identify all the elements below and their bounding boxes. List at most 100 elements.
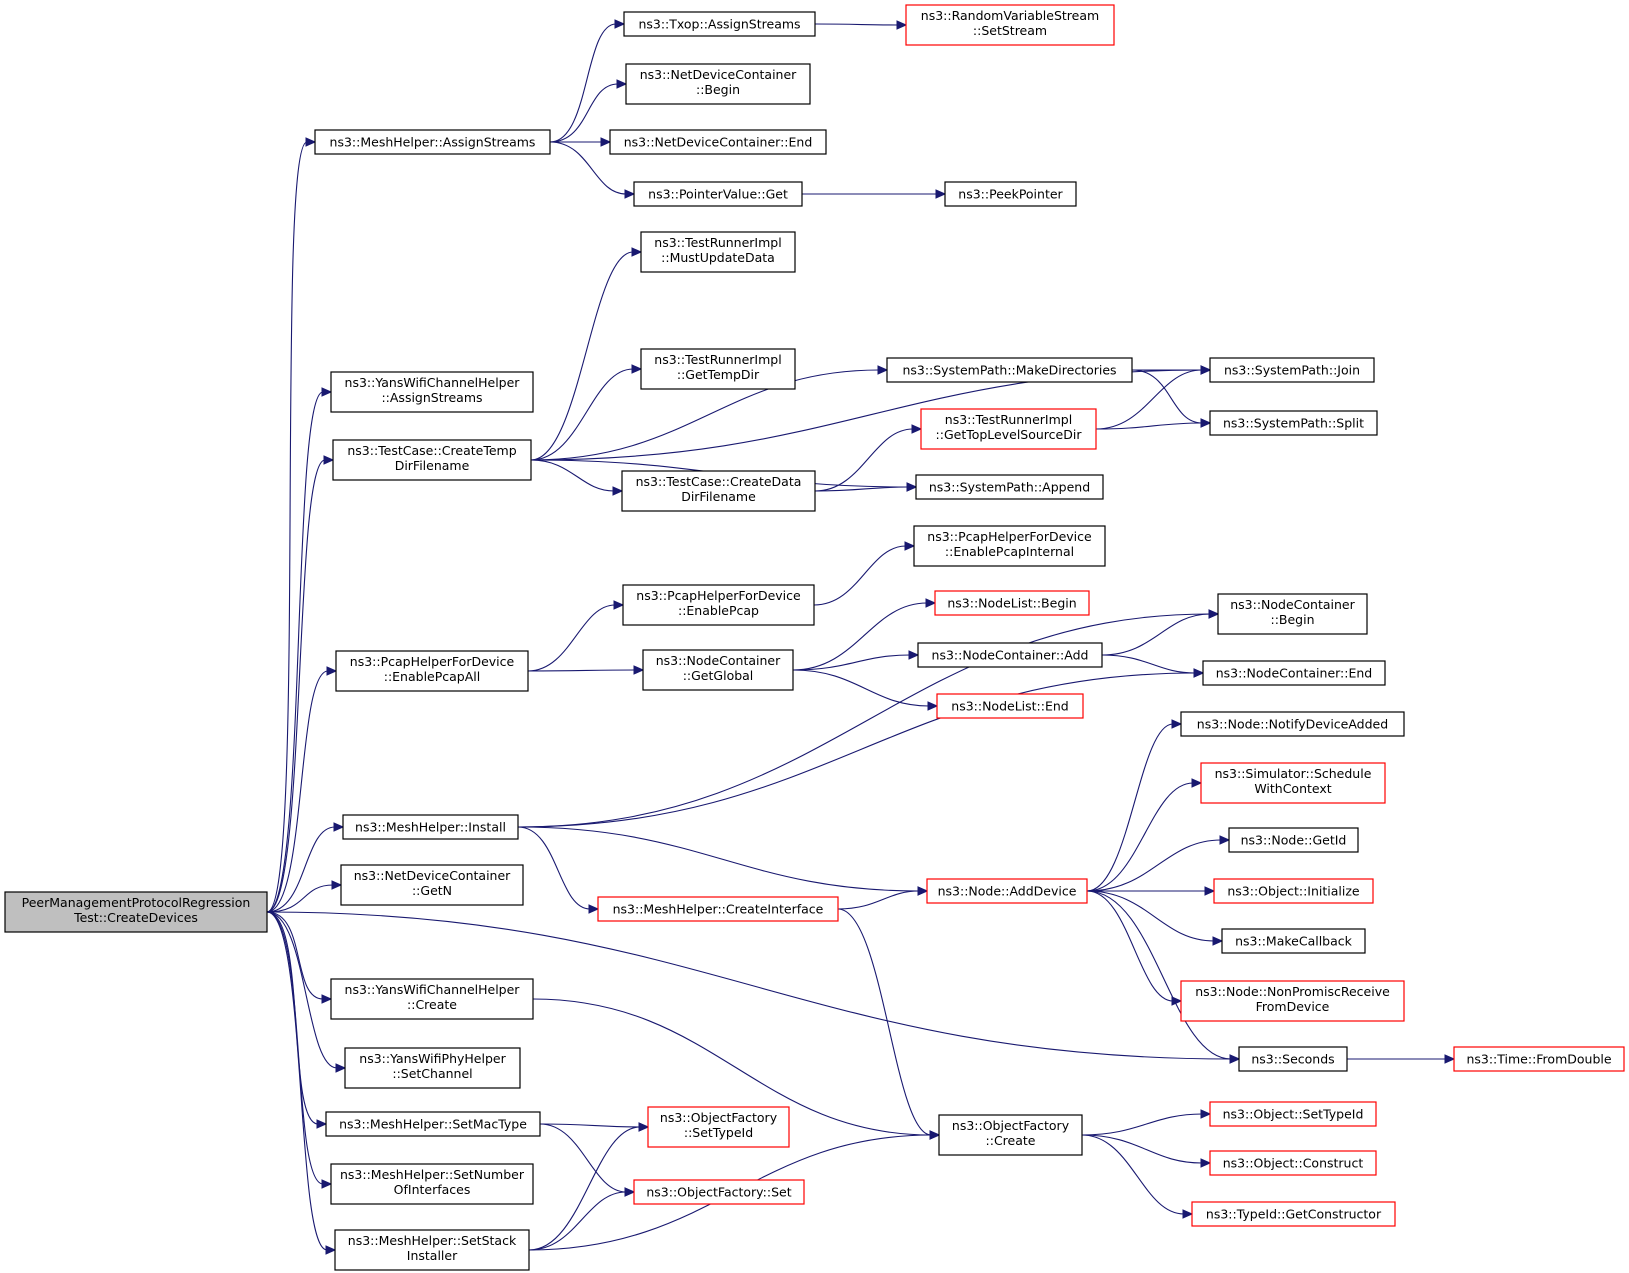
node-box-mh_assign[interactable] [314,129,551,155]
node-ndc_getn[interactable]: ns3::NetDeviceContainer::GetN [340,864,524,906]
node-box-mh_setstack[interactable] [334,1229,530,1271]
node-box-node_notify[interactable] [1180,711,1405,737]
node-box-pcap_all[interactable] [335,650,529,692]
node-mh_setmac[interactable]: ns3::MeshHelper::SetMacType [325,1111,541,1137]
node-box-node_getid[interactable] [1228,827,1359,853]
node-box-nc_add[interactable] [917,642,1103,668]
node-node_getid[interactable]: ns3::Node::GetId [1228,827,1359,853]
node-mh_install[interactable]: ns3::MeshHelper::Install [342,814,519,840]
node-yans_chan_assign[interactable]: ns3::YansWifiChannelHelper::AssignStream… [330,371,534,413]
node-box-nl_begin[interactable] [934,590,1090,616]
node-box-obj_init[interactable] [1213,878,1374,904]
node-peekpointer[interactable]: ns3::PeekPointer [944,181,1077,207]
node-box-obj_construct[interactable] [1209,1150,1377,1176]
node-box-ndc_begin[interactable] [625,63,811,105]
node-box-node_adddevice[interactable] [926,878,1088,904]
node-pcap_internal[interactable]: ns3::PcapHelperForDevice::EnablePcapInte… [913,525,1106,567]
node-node_notify[interactable]: ns3::Node::NotifyDeviceAdded [1180,711,1405,737]
node-box-nc_end[interactable] [1202,660,1386,686]
node-box-peekpointer[interactable] [944,181,1077,207]
node-of_create[interactable]: ns3::ObjectFactory::Create [938,1114,1083,1156]
node-box-of_create[interactable] [938,1114,1083,1156]
node-ndc_end[interactable]: ns3::NetDeviceContainer::End [609,129,827,155]
node-yans_chan_create[interactable]: ns3::YansWifiChannelHelper::Create [330,978,534,1020]
node-pcap_enable[interactable]: ns3::PcapHelperForDevice::EnablePcap [622,584,815,626]
node-nc_add[interactable]: ns3::NodeContainer::Add [917,642,1103,668]
node-nc_end[interactable]: ns3::NodeContainer::End [1202,660,1386,686]
node-box-node_nonpromisc[interactable] [1180,980,1405,1022]
node-of_settypeid[interactable]: ns3::ObjectFactory::SetTypeId [647,1106,790,1148]
node-box-mh_setnum[interactable] [330,1163,534,1205]
node-box-yans_phy_setchannel[interactable] [344,1047,521,1089]
node-box-of_settypeid[interactable] [647,1106,790,1148]
node-tri_gettemp[interactable]: ns3::TestRunnerImpl::GetTempDir [640,348,796,390]
node-box-tri_gettoplevel[interactable] [920,408,1097,450]
node-node_adddevice[interactable]: ns3::Node::AddDevice [926,878,1088,904]
node-time_fromdouble[interactable]: ns3::Time::FromDouble [1453,1046,1625,1072]
node-typeid_getctor[interactable]: ns3::TypeId::GetConstructor [1191,1201,1396,1227]
node-of_set[interactable]: ns3::ObjectFactory::Set [633,1179,805,1205]
node-box-nc_getglobal[interactable] [642,649,794,691]
node-nc_getglobal[interactable]: ns3::NodeContainer::GetGlobal [642,649,794,691]
node-box-yans_chan_create[interactable] [330,978,534,1020]
node-nl_end[interactable]: ns3::NodeList::End [936,693,1084,719]
node-box-sp_join[interactable] [1209,357,1375,383]
node-sp_append[interactable]: ns3::SystemPath::Append [915,474,1104,500]
node-box-mh_createiface[interactable] [597,896,839,922]
node-tri_mustupdate[interactable]: ns3::TestRunnerImpl::MustUpdateData [640,231,796,273]
node-box-seconds[interactable] [1238,1046,1348,1072]
node-mh_assign[interactable]: ns3::MeshHelper::AssignStreams [314,129,551,155]
node-box-time_fromdouble[interactable] [1453,1046,1625,1072]
node-box-tri_mustupdate[interactable] [640,231,796,273]
node-pcap_all[interactable]: ns3::PcapHelperForDevice::EnablePcapAll [335,650,529,692]
node-box-pcap_internal[interactable] [913,525,1106,567]
node-sp_makedirs[interactable]: ns3::SystemPath::MakeDirectories [886,357,1133,383]
node-makecallback[interactable]: ns3::MakeCallback [1221,928,1366,954]
node-box-makecallback[interactable] [1221,928,1366,954]
node-box-mh_setmac[interactable] [325,1111,541,1137]
node-mh_createiface[interactable]: ns3::MeshHelper::CreateInterface [597,896,839,922]
node-box-tc_datadir[interactable] [621,470,816,512]
node-box-sp_append[interactable] [915,474,1104,500]
node-tri_gettoplevel[interactable]: ns3::TestRunnerImpl::GetTopLevelSourceDi… [920,408,1097,450]
node-box-nl_end[interactable] [936,693,1084,719]
node-rvs_setstream[interactable]: ns3::RandomVariableStream::SetStream [905,4,1115,46]
node-root[interactable]: PeerManagementProtocolRegressionTest::Cr… [4,891,268,933]
node-box-typeid_getctor[interactable] [1191,1201,1396,1227]
node-box-ndc_end[interactable] [609,129,827,155]
node-obj_settypeid[interactable]: ns3::Object::SetTypeId [1209,1101,1377,1127]
node-pv_get[interactable]: ns3::PointerValue::Get [633,181,803,207]
node-yans_phy_setchannel[interactable]: ns3::YansWifiPhyHelper::SetChannel [344,1047,521,1089]
node-box-sim_schedule[interactable] [1200,762,1386,804]
node-sp_join[interactable]: ns3::SystemPath::Join [1209,357,1375,383]
node-box-sp_split[interactable] [1209,410,1378,436]
node-box-mh_install[interactable] [342,814,519,840]
node-box-pv_get[interactable] [633,181,803,207]
node-box-tri_gettemp[interactable] [640,348,796,390]
node-box-txop_assign[interactable] [623,11,816,37]
node-obj_construct[interactable]: ns3::Object::Construct [1209,1150,1377,1176]
node-seconds[interactable]: ns3::Seconds [1238,1046,1348,1072]
node-ndc_begin[interactable]: ns3::NetDeviceContainer::Begin [625,63,811,105]
node-box-nc_begin[interactable] [1217,593,1368,635]
node-box-ndc_getn[interactable] [340,864,524,906]
node-box-tc_tempdir[interactable] [332,439,532,481]
node-sp_split[interactable]: ns3::SystemPath::Split [1209,410,1378,436]
node-box-obj_settypeid[interactable] [1209,1101,1377,1127]
node-obj_init[interactable]: ns3::Object::Initialize [1213,878,1374,904]
node-box-rvs_setstream[interactable] [905,4,1115,46]
node-box-pcap_enable[interactable] [622,584,815,626]
node-box-of_set[interactable] [633,1179,805,1205]
node-nc_begin[interactable]: ns3::NodeContainer::Begin [1217,593,1368,635]
node-box-root[interactable] [4,891,268,933]
node-nl_begin[interactable]: ns3::NodeList::Begin [934,590,1090,616]
node-box-yans_chan_assign[interactable] [330,371,534,413]
node-txop_assign[interactable]: ns3::Txop::AssignStreams [623,11,816,37]
node-box-sp_makedirs[interactable] [886,357,1133,383]
